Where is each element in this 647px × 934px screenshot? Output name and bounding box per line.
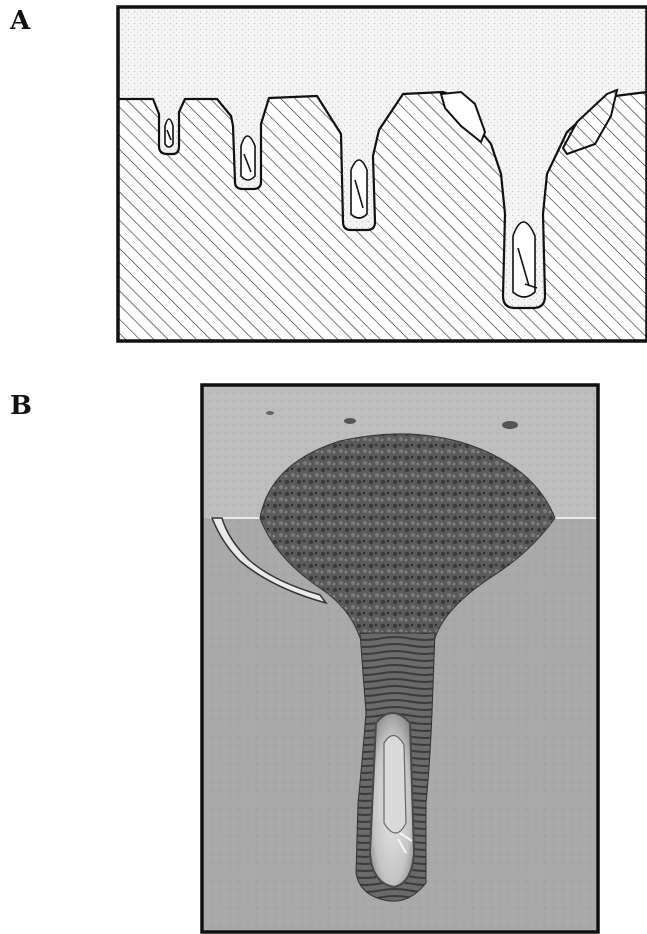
surface-speck-3 (266, 411, 274, 415)
surface-speck-1 (344, 418, 356, 424)
panel-a-label: A (10, 8, 30, 34)
burrowing-organism-3 (351, 160, 367, 218)
burrowing-organism-1 (165, 119, 173, 147)
burrowing-organism-2 (241, 136, 255, 180)
surface-speck-2 (502, 421, 518, 429)
burrow-organism-b (384, 735, 406, 833)
burrowing-organism-4 (513, 222, 537, 297)
panel-a-diagram (115, 4, 647, 344)
panel-b-label: B (10, 393, 32, 419)
panel-b-photo (200, 383, 600, 934)
